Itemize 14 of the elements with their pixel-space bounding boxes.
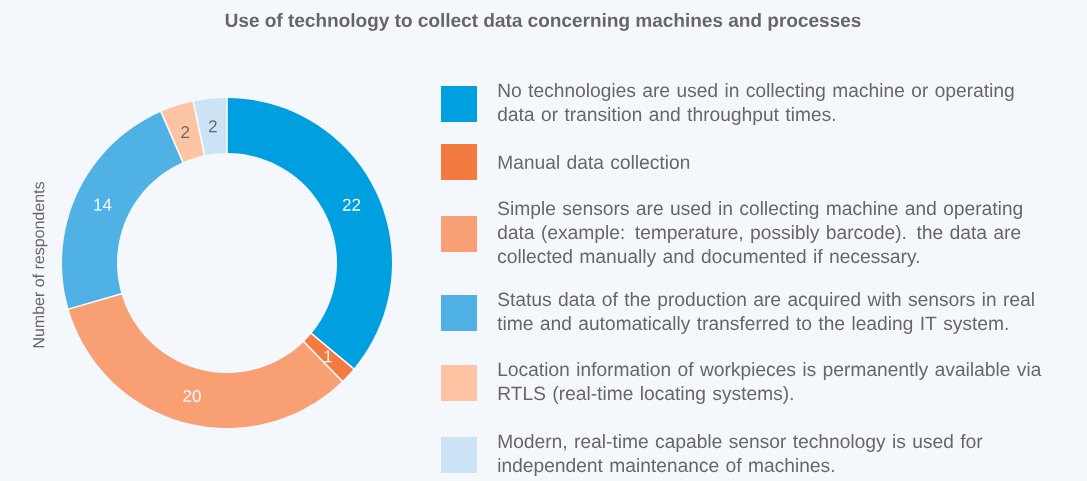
data-label: 14 — [94, 198, 112, 211]
chart-title: Use of technology to collect data concerning machines and processes — [225, 13, 861, 31]
legend-text: Status data of the production are acquired with sensors in real time and automatically transferred to the leading IT system. — [497, 292, 1034, 334]
data-label: 1 — [324, 350, 332, 363]
legend-text: Simple sensors are used in collecting machine and operating data (example: temperature, possibly barcode). the data are collected manually and documented if necessary. — [498, 201, 1022, 267]
data-label: 22 — [342, 198, 361, 211]
data-label: 20 — [183, 389, 201, 402]
data-label: 2 — [181, 126, 190, 138]
legend-text: Modern, real-time capable sensor technology is used for independent maintenance of machines. — [498, 434, 983, 476]
legend-text: Location information of workpieces is permanently available via RTLS (real-time locating systems). — [498, 362, 1042, 404]
axis-title: Number of respondents — [32, 182, 48, 348]
legend-text: Manual data collection — [498, 154, 690, 170]
data-label: 2 — [209, 120, 217, 133]
legend-text: No technologies are used in collecting machine or operating data or transition and throughput times. — [498, 83, 1014, 125]
